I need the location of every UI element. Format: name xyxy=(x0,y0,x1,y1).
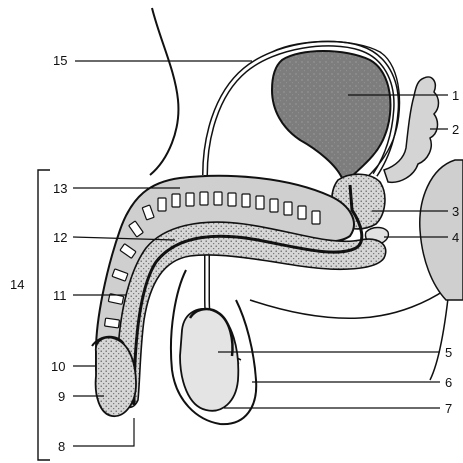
label-12: 12 xyxy=(53,230,67,245)
label-14: 14 xyxy=(10,277,24,292)
label-15: 15 xyxy=(53,53,67,68)
label-8: 8 xyxy=(58,439,65,454)
label-5: 5 xyxy=(445,345,452,360)
testis xyxy=(180,309,238,411)
perineum-outline xyxy=(250,290,445,318)
label-6: 6 xyxy=(445,375,452,390)
label-9: 9 xyxy=(58,389,65,404)
bladder xyxy=(272,51,390,178)
label-10: 10 xyxy=(51,359,65,374)
label-7: 7 xyxy=(445,401,452,416)
label-1: 1 xyxy=(452,88,459,103)
label-2: 2 xyxy=(452,122,459,137)
label-13: 13 xyxy=(53,181,67,196)
body-outline xyxy=(150,8,178,175)
label-4: 4 xyxy=(452,230,459,245)
label-3: 3 xyxy=(452,204,459,219)
label-11: 11 xyxy=(53,288,67,303)
bracket-14 xyxy=(38,170,50,460)
